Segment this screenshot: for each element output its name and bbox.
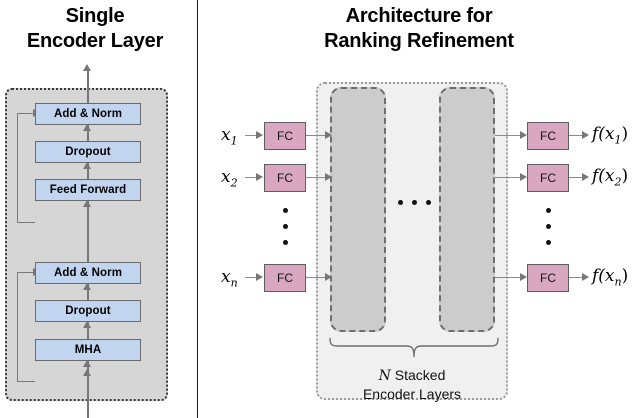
fc-input-n[interactable]: FC bbox=[264, 264, 306, 292]
input-label-1-sub: 1 bbox=[230, 134, 238, 148]
arrow-input2-to-fc bbox=[245, 177, 258, 179]
fc-output-2[interactable]: FC bbox=[527, 164, 569, 192]
left-title-line-1: Single bbox=[65, 5, 125, 27]
encoder-layer-column-last[interactable] bbox=[439, 87, 495, 332]
conn-dropout2-mha bbox=[87, 322, 89, 339]
arrow-encoder-to-fcout1 bbox=[495, 135, 523, 137]
input-label-2-sub: 2 bbox=[230, 176, 238, 190]
arrow-output2-head bbox=[582, 173, 589, 181]
caption-n-symbol: N bbox=[378, 368, 391, 384]
output-label-n-sub: n bbox=[614, 275, 622, 289]
arrow-fcout2-to-label bbox=[569, 177, 584, 179]
arrow-fcinn-to-encoder bbox=[306, 277, 328, 279]
input-label-n-base: x bbox=[221, 267, 231, 287]
conn-addnorm1-dropout1 bbox=[87, 125, 89, 141]
encoder-output-arrowhead bbox=[83, 64, 91, 71]
ellipsis-dot-in-2 bbox=[283, 224, 288, 229]
ellipsis-dot-out-3 bbox=[546, 240, 551, 245]
ellipsis-dot-h2 bbox=[412, 200, 417, 205]
output-label-1-base: f(x bbox=[592, 124, 615, 144]
arrow-fcout2-head bbox=[520, 173, 527, 181]
conn-dropout2-arrowhead bbox=[83, 321, 91, 328]
arrow-encoder-to-fcout2 bbox=[495, 177, 523, 179]
left-panel-title: Single Encoder Layer bbox=[0, 4, 190, 54]
block-add-norm-top[interactable]: Add & Norm bbox=[35, 103, 141, 125]
input-label-2: x2 bbox=[221, 167, 238, 190]
encoder-layer-column-first[interactable] bbox=[330, 87, 386, 332]
ellipsis-dot-out-2 bbox=[546, 224, 551, 229]
conn-dropout1-arrowhead bbox=[83, 162, 91, 169]
arrow-inputn-to-fc bbox=[245, 277, 258, 279]
block-add-norm-bottom[interactable]: Add & Norm bbox=[35, 262, 141, 284]
input-label-2-base: x bbox=[221, 167, 231, 187]
input-label-n-sub: n bbox=[230, 276, 238, 290]
stacked-layers-brace bbox=[328, 337, 500, 358]
ellipsis-dot-in-3 bbox=[283, 240, 288, 245]
arrow-fcin1-head bbox=[325, 131, 332, 139]
fc-input-1[interactable]: FC bbox=[264, 122, 306, 150]
conn-ff-arrowhead bbox=[83, 200, 91, 207]
fc-input-2[interactable]: FC bbox=[264, 164, 306, 192]
stacked-layers-caption: N Stacked Encoder Layers bbox=[316, 366, 508, 403]
arrow-fcout1-head bbox=[520, 131, 527, 139]
panel-divider bbox=[197, 0, 198, 418]
output-label-n-close: ) bbox=[621, 266, 629, 286]
input-label-1: x1 bbox=[221, 125, 238, 148]
brace-icon bbox=[329, 337, 499, 358]
caption-line-1: N Stacked bbox=[316, 366, 508, 385]
block-feed-forward[interactable]: Feed Forward bbox=[35, 179, 141, 201]
output-label-1-close: ) bbox=[621, 124, 629, 144]
input-label-1-base: x bbox=[221, 125, 231, 145]
fc-output-1[interactable]: FC bbox=[527, 122, 569, 150]
conn-ff-addnorm2 bbox=[87, 201, 89, 262]
output-label-n: f(xn) bbox=[592, 266, 629, 289]
arrow-fcoutn-head bbox=[520, 273, 527, 281]
conn-mha-arrowhead bbox=[83, 360, 91, 367]
conn-addnorm2-arrowhead bbox=[83, 283, 91, 290]
conn-addnorm2-dropout2 bbox=[87, 284, 89, 300]
arrow-input2-head bbox=[256, 173, 263, 181]
output-label-2-close: ) bbox=[621, 166, 629, 186]
right-title-line-1: Architecture for bbox=[345, 5, 493, 27]
ellipsis-dot-in-1 bbox=[283, 208, 288, 213]
ellipsis-dot-out-1 bbox=[546, 208, 551, 213]
output-label-1-sub: 1 bbox=[614, 133, 622, 147]
output-label-1: f(x1) bbox=[592, 124, 629, 147]
arrow-fcinn-head bbox=[325, 273, 332, 281]
arrow-fcoutn-to-label bbox=[569, 277, 584, 279]
encoder-output-line bbox=[87, 70, 89, 103]
right-title-line-2: Ranking Refinement bbox=[324, 30, 514, 52]
arrow-input1-to-fc bbox=[245, 135, 258, 137]
encoder-input-line bbox=[87, 375, 89, 418]
arrow-inputn-head bbox=[256, 273, 263, 281]
arrow-encoder-to-fcoutn bbox=[495, 277, 523, 279]
ellipsis-dot-h1 bbox=[398, 200, 403, 205]
caption-line-2: Encoder Layers bbox=[362, 386, 462, 402]
arrow-input1-head bbox=[256, 131, 263, 139]
arrow-outputn-head bbox=[582, 273, 589, 281]
conn-dropout1-ff bbox=[87, 163, 89, 179]
arrow-fcin1-to-encoder bbox=[306, 135, 328, 137]
conn-mha-input bbox=[87, 361, 89, 383]
block-mha[interactable]: MHA bbox=[35, 339, 141, 361]
residual-connection-top bbox=[17, 113, 35, 223]
arrow-fcin2-to-encoder bbox=[306, 177, 328, 179]
caption-stacked-word: Stacked bbox=[390, 367, 446, 383]
output-label-2: f(x2) bbox=[592, 166, 629, 189]
block-dropout-top[interactable]: Dropout bbox=[35, 141, 141, 163]
arrow-fcin2-head bbox=[325, 173, 332, 181]
left-title-line-2: Encoder Layer bbox=[26, 30, 164, 52]
ellipsis-dot-h3 bbox=[426, 200, 431, 205]
block-dropout-bottom[interactable]: Dropout bbox=[35, 300, 141, 322]
arrow-fcout1-to-label bbox=[569, 135, 584, 137]
residual-connection-bottom bbox=[17, 272, 35, 382]
arrow-output1-head bbox=[582, 131, 589, 139]
fc-output-n[interactable]: FC bbox=[527, 264, 569, 292]
output-label-2-base: f(x bbox=[592, 166, 615, 186]
right-panel-title: Architecture for Ranking Refinement bbox=[198, 4, 640, 54]
conn-addnorm1-arrowhead bbox=[83, 124, 91, 131]
output-label-2-sub: 2 bbox=[614, 175, 622, 189]
input-label-n: xn bbox=[221, 267, 238, 290]
output-label-n-base: f(x bbox=[592, 266, 615, 286]
